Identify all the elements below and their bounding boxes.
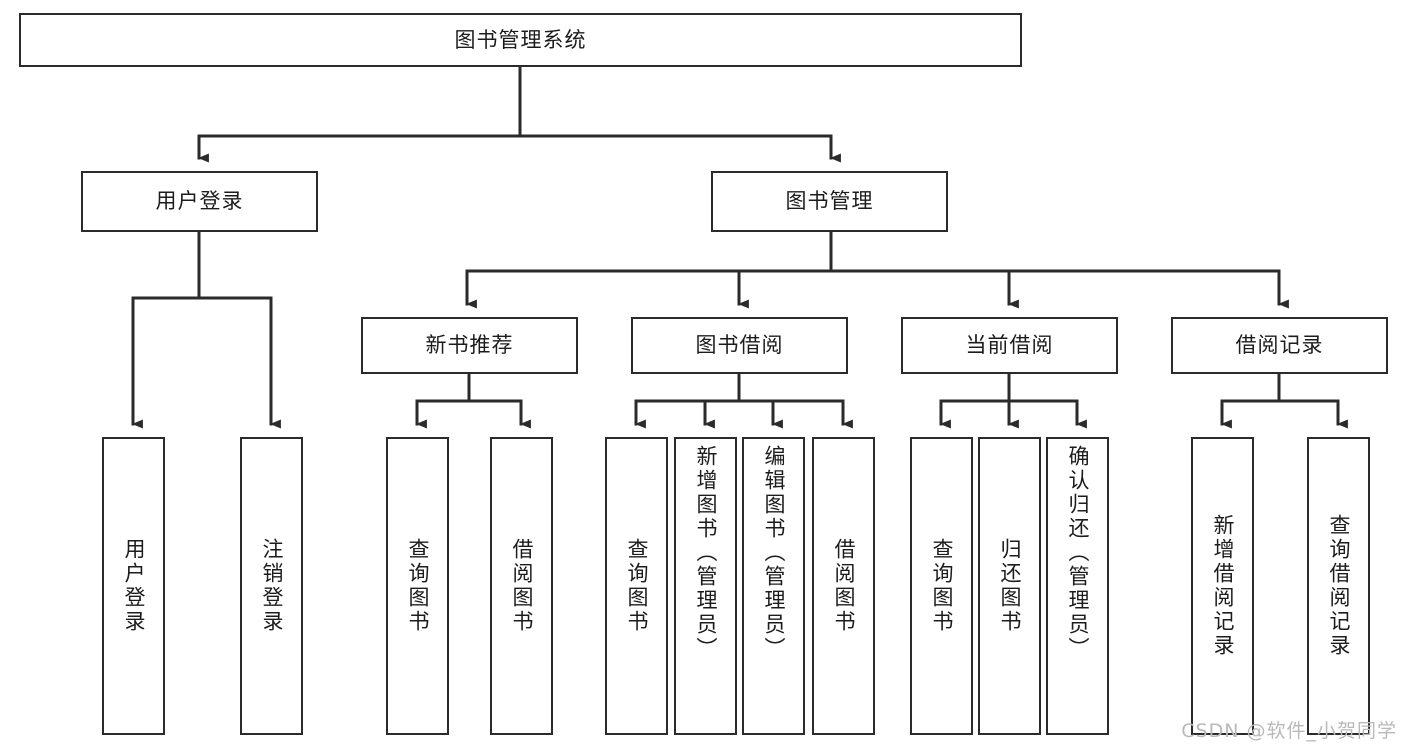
node-leaf-borrow-book-1[interactable]: 借阅图书 [490,437,553,735]
node-root-label: 图书管理系统 [454,27,587,52]
node-leaf-return-book-label: 归还图书 [998,538,1022,634]
node-new-book-rec-label: 新书推荐 [425,333,514,358]
node-root[interactable]: 图书管理系统 [19,13,1022,67]
node-book-borrow-label: 图书借阅 [695,333,784,358]
node-user-login-label: 用户登录 [155,189,244,214]
node-user-login[interactable]: 用户登录 [81,171,318,232]
node-leaf-query-book-3[interactable]: 查询图书 [910,437,973,735]
node-leaf-query-book-2-label: 查询图书 [625,538,649,634]
node-leaf-edit-book-label: 编辑图书（管理员） [762,445,786,661]
node-leaf-borrow-book-1-label: 借阅图书 [510,538,534,634]
node-leaf-confirm-return[interactable]: 确认归还（管理员） [1046,437,1109,735]
node-new-book-rec[interactable]: 新书推荐 [361,317,578,374]
node-book-manage[interactable]: 图书管理 [711,171,948,232]
csdn-watermark: CSDN @软件_小贺同学 [1181,720,1397,742]
node-book-manage-label: 图书管理 [785,189,874,214]
node-leaf-query-book-3-label: 查询图书 [930,538,954,634]
node-borrow-record-label: 借阅记录 [1235,333,1324,358]
node-leaf-query-book-1[interactable]: 查询图书 [386,437,449,735]
node-leaf-borrow-book-2-label: 借阅图书 [832,538,856,634]
node-leaf-query-book-1-label: 查询图书 [406,538,430,634]
node-book-borrow[interactable]: 图书借阅 [631,317,848,374]
node-current-borrow[interactable]: 当前借阅 [901,317,1118,374]
node-leaf-user-login-label: 用户登录 [122,538,146,634]
node-leaf-query-record[interactable]: 查询借阅记录 [1307,437,1370,735]
node-leaf-add-book[interactable]: 新增图书（管理员） [674,437,737,735]
node-leaf-edit-book[interactable]: 编辑图书（管理员） [742,437,805,735]
node-leaf-add-record[interactable]: 新增借阅记录 [1191,437,1254,735]
node-current-borrow-label: 当前借阅 [965,333,1054,358]
node-leaf-user-login[interactable]: 用户登录 [102,437,165,735]
node-leaf-query-book-2[interactable]: 查询图书 [605,437,668,735]
node-leaf-user-logout[interactable]: 注销登录 [240,437,303,735]
node-leaf-user-logout-label: 注销登录 [260,538,284,634]
node-leaf-add-record-label: 新增借阅记录 [1211,514,1235,658]
node-leaf-confirm-return-label: 确认归还（管理员） [1066,445,1090,661]
node-borrow-record[interactable]: 借阅记录 [1171,317,1388,374]
node-leaf-add-book-label: 新增图书（管理员） [694,445,718,661]
node-leaf-query-record-label: 查询借阅记录 [1327,514,1351,658]
node-leaf-return-book[interactable]: 归还图书 [978,437,1041,735]
node-leaf-borrow-book-2[interactable]: 借阅图书 [812,437,875,735]
